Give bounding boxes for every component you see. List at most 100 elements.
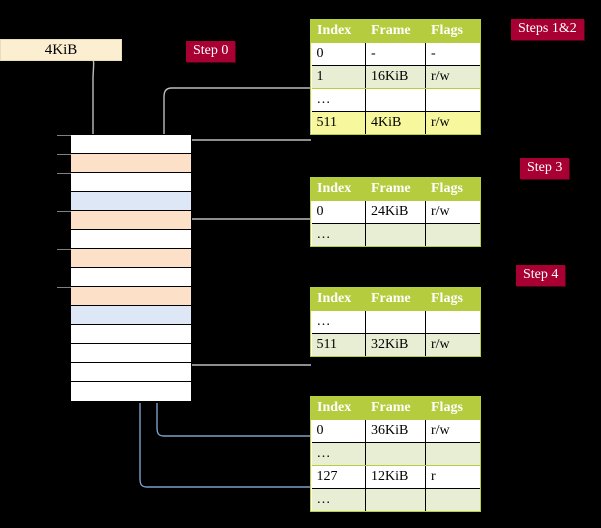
cell-index: … [311,442,366,466]
column-header-flags: Flags [425,20,480,43]
column-header-index: Index [311,397,366,420]
memory-frame-row [71,268,191,287]
column-header-frame: Frame [365,288,426,311]
cell-frame [365,442,426,466]
badge-step-0-label: Step 0 [193,43,229,58]
cell-flags [425,442,480,466]
frame-tick-mark [57,154,71,155]
badge-step-4: Step 4 [516,265,566,286]
table-row: … [311,442,480,466]
cell-index: … [311,223,366,246]
cell-flags [425,310,480,334]
cell-flags: r [425,465,480,489]
cell-frame [365,223,426,246]
memory-frame-row [71,382,191,401]
cell-flags [425,488,480,511]
cell-frame: 24KiB [365,200,426,224]
wire-t1row511-to-frame [174,139,311,155]
column-header-flags: Flags [425,288,480,311]
badge-step-4-label: Step 4 [523,267,559,282]
cell-frame: 4KiB [365,111,426,134]
cell-flags: r/w [425,419,480,443]
cell-index: 511 [311,111,366,134]
table-row: 0-- [311,42,480,66]
table-row: … [311,88,480,112]
cell-frame [365,488,426,511]
column-header-index: Index [311,20,366,43]
memory-frame-row [71,192,191,211]
cell-index: 0 [311,419,366,443]
cell-flags [425,88,480,112]
cell-index: … [311,488,366,511]
wire-t2row0-to-frame [174,218,311,260]
memory-frame-row [57,154,191,173]
memory-frame-row [71,325,191,344]
cell-index: 0 [311,200,366,224]
cell-index: … [311,310,366,334]
cell-frame: 16KiB [365,65,426,89]
frame-tick-mark [57,249,71,250]
column-header-frame: Frame [365,178,426,201]
column-header-frame: Frame [365,20,426,43]
source-frame-label: 4KiB [44,42,78,58]
column-header-flags: Flags [425,178,480,201]
memory-frame-row [71,344,191,363]
column-header-flags: Flags [425,397,480,420]
cell-index: … [311,88,366,112]
cell-frame [365,88,426,112]
memory-frame-row [57,173,191,192]
badge-step-3-label: Step 3 [527,160,563,175]
frame-tick-mark [57,173,71,174]
badge-step-3: Step 3 [520,158,570,179]
source-frame-box: 4KiB [0,39,122,61]
frame-tick-mark [57,211,71,212]
frame-tick-mark [57,287,71,288]
cell-flags: r/w [425,200,480,224]
badge-steps-1-2-label: Steps 1&2 [518,21,577,36]
memory-frame-row [57,135,191,154]
column-header-index: Index [311,288,366,311]
cell-index: 1 [311,65,366,89]
cell-flags [425,223,480,246]
cell-index: 511 [311,333,366,356]
memory-frame-row [57,249,191,268]
cell-frame: - [365,42,426,66]
table-row: … [311,223,480,246]
cell-flags: r/w [425,333,480,356]
badge-step-0: Step 0 [186,41,236,62]
column-header-frame: Frame [365,397,426,420]
memory-frame-row [71,230,191,249]
cell-frame: 36KiB [365,419,426,443]
cell-frame: 12KiB [365,465,426,489]
memory-frame-row [57,211,191,230]
table-row: … [311,310,480,334]
cell-index: 0 [311,42,366,66]
physical-memory-column [57,134,192,403]
frame-tick-mark [57,135,71,136]
badge-steps-1-2: Steps 1&2 [511,19,584,40]
cell-frame [365,310,426,334]
wire-t3row511-to-frame [168,308,311,366]
memory-frame-row [71,306,191,325]
cell-flags: - [425,42,480,66]
memory-frame-row [71,363,191,382]
cell-index: 127 [311,465,366,489]
cell-flags: r/w [425,65,480,89]
cell-frame: 32KiB [365,333,426,356]
table-row: … [311,488,480,511]
cell-flags: r/w [425,111,480,134]
